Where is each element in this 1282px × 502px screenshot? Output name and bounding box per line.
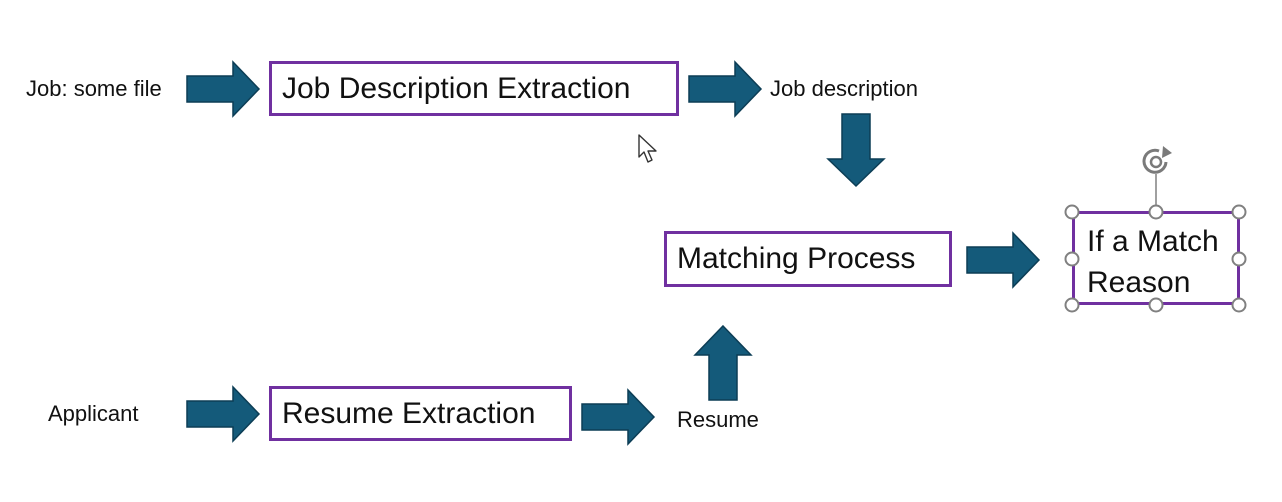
arrow-right-to-result <box>966 231 1041 289</box>
resize-handle-top-right[interactable] <box>1231 204 1247 220</box>
arrow-right-to-resume <box>581 388 656 446</box>
job-description-extraction-text: Job Description Extraction <box>282 71 631 105</box>
job-description-extraction-box[interactable]: Job Description Extraction <box>269 61 679 116</box>
arrow-down-to-matching <box>826 113 886 188</box>
result-line1-text: If a Match <box>1087 225 1219 258</box>
applicant-input-label: Applicant <box>48 401 139 426</box>
job-input-label: Job: some file <box>26 76 162 101</box>
arrow-right-to-job-description <box>688 60 763 118</box>
matching-process-text: Matching Process <box>677 242 916 275</box>
job-description-output-label: Job description <box>770 76 918 101</box>
resize-handle-bottom-left[interactable] <box>1064 297 1080 313</box>
rotate-handle-icon[interactable] <box>1142 146 1172 174</box>
resume-extraction-text: Resume Extraction <box>282 396 536 430</box>
result-box[interactable]: If a Match Reason <box>1072 211 1240 305</box>
arrow-right-applicant-input <box>186 385 261 443</box>
resize-handle-middle-left[interactable] <box>1064 251 1080 267</box>
resume-output-label: Resume <box>677 407 759 432</box>
matching-process-box[interactable]: Matching Process <box>664 231 952 287</box>
mouse-cursor-icon <box>638 134 657 163</box>
arrow-right-job-input <box>186 60 261 118</box>
resize-handle-bottom-center[interactable] <box>1148 297 1164 313</box>
arrow-up-to-matching <box>693 324 753 401</box>
result-line2-text: Reason <box>1087 266 1191 299</box>
resize-handle-middle-right[interactable] <box>1231 251 1247 267</box>
resume-extraction-box[interactable]: Resume Extraction <box>269 386 572 441</box>
resize-handle-top-center[interactable] <box>1148 204 1164 220</box>
resize-handle-top-left[interactable] <box>1064 204 1080 220</box>
resize-handle-bottom-right[interactable] <box>1231 297 1247 313</box>
selection-frame[interactable] <box>1062 140 1258 320</box>
